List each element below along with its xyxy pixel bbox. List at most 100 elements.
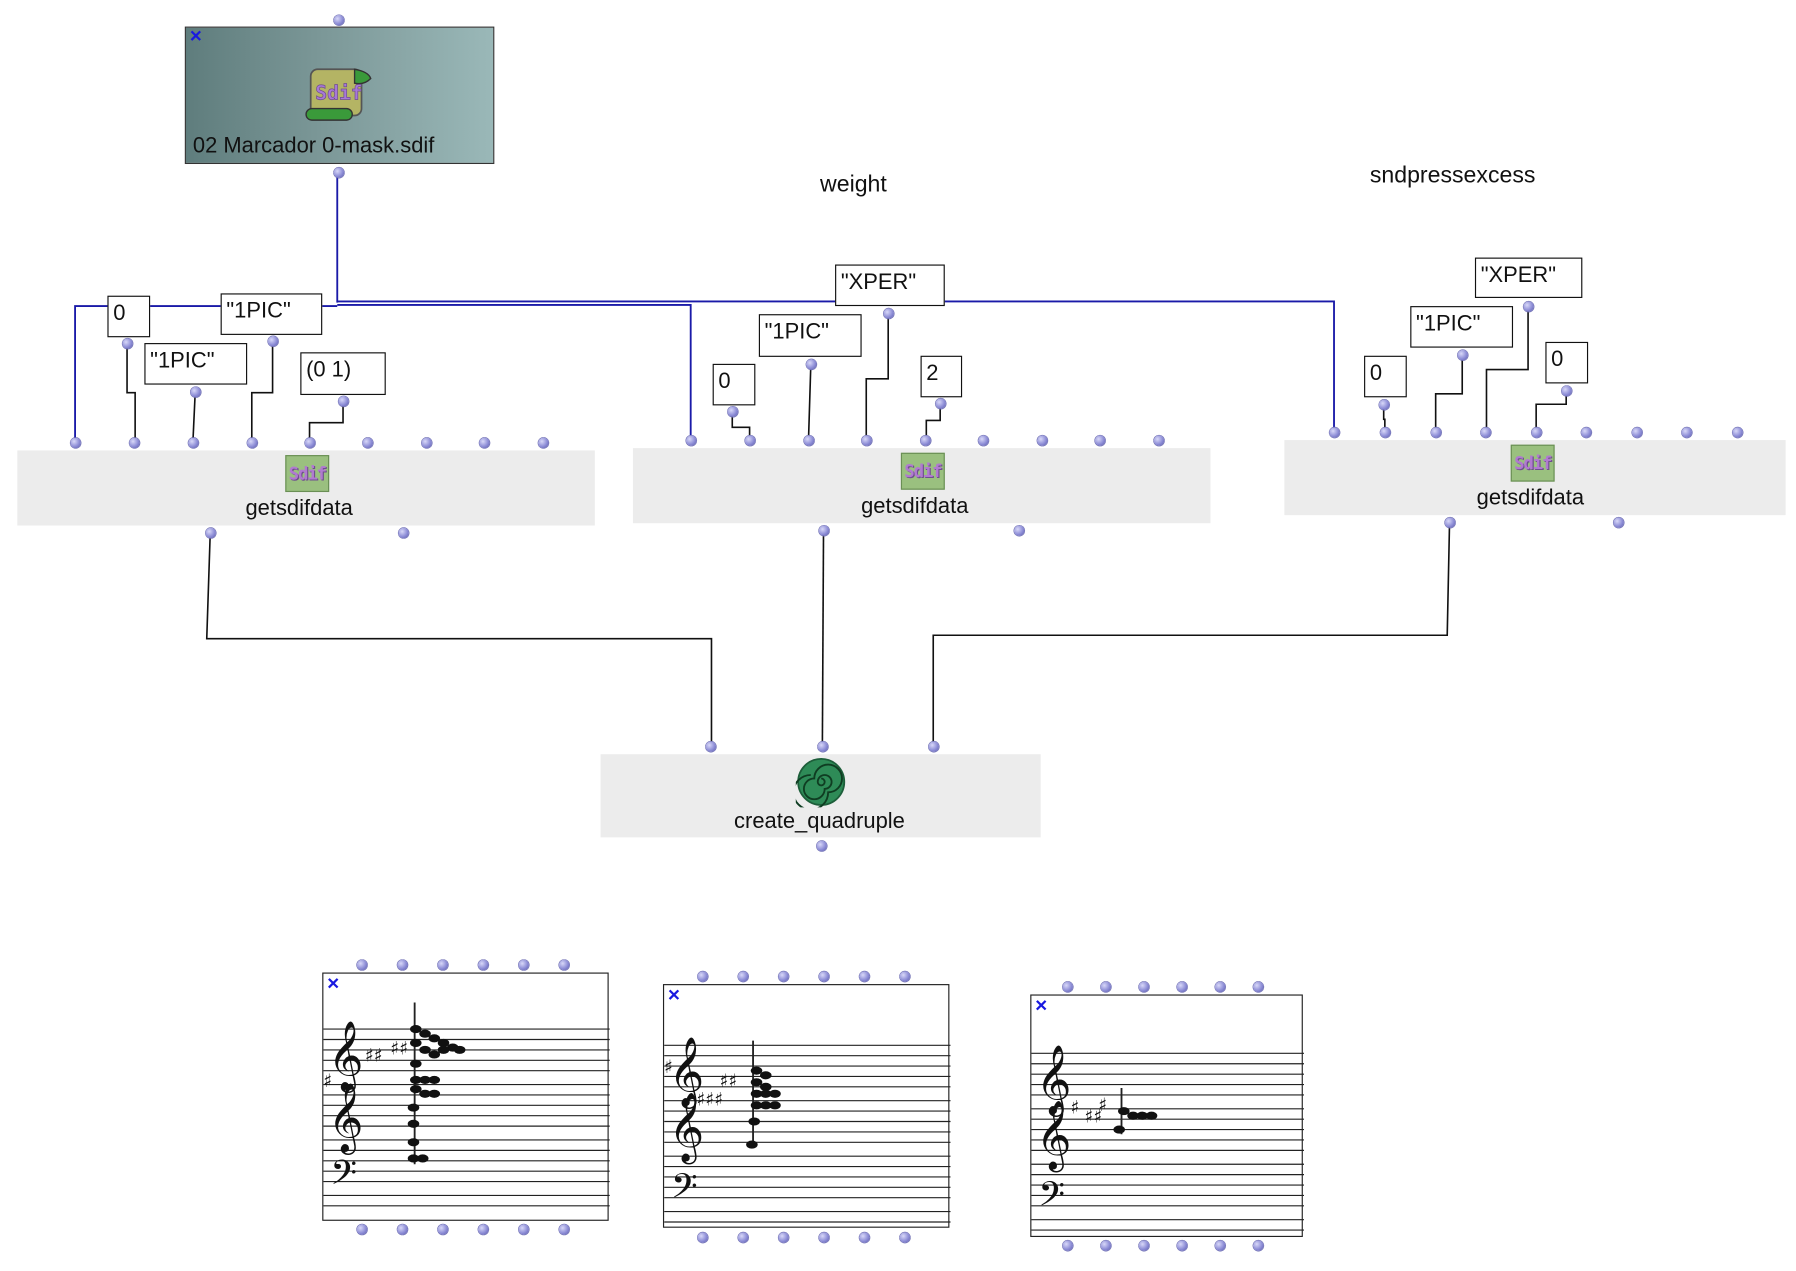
get1-inlet-6[interactable] <box>362 437 374 449</box>
get2-inlet-2[interactable] <box>744 435 756 446</box>
score1-outlet-3[interactable] <box>437 1224 449 1235</box>
score3-outlet-6[interactable] <box>1253 1240 1264 1251</box>
getsdifdata-box-2[interactable]: Sdif getsdifdata <box>632 448 1211 524</box>
close-icon[interactable]: × <box>1035 993 1048 1017</box>
score2-inlet-3[interactable] <box>778 971 789 982</box>
const-g1-zero-outlet[interactable] <box>122 338 133 349</box>
const-g1-1pic-b-outlet[interactable] <box>190 386 201 398</box>
get1-inlet-3[interactable] <box>188 437 199 449</box>
score3-inlet-3[interactable] <box>1138 981 1150 993</box>
close-icon[interactable]: × <box>667 982 681 1007</box>
get3-inlet-6[interactable] <box>1581 427 1592 438</box>
score3-outlet-1[interactable] <box>1062 1240 1073 1251</box>
get1-inlet-9[interactable] <box>538 437 549 449</box>
get1-outlet-1[interactable] <box>205 527 216 539</box>
score2-outlet-5[interactable] <box>859 1232 870 1243</box>
score-editor-1[interactable]: × 𝄞 𝄞 𝄢 ♯♯♯♯♯ <box>322 971 610 1221</box>
score1-inlet-6[interactable] <box>559 959 570 971</box>
sdif-file-outlet[interactable] <box>333 167 345 178</box>
score3-inlet-5[interactable] <box>1215 981 1226 993</box>
get2-outlet-2[interactable] <box>1014 525 1025 536</box>
close-icon[interactable]: × <box>327 971 340 995</box>
get1-inlet-8[interactable] <box>479 437 490 449</box>
close-icon[interactable]: × <box>189 24 202 48</box>
get2-inlet-4[interactable] <box>861 435 873 446</box>
const-g1-zero[interactable]: 0 <box>107 295 151 338</box>
create-quadruple-box[interactable]: create_quadruple <box>600 754 1041 838</box>
get1-inlet-1[interactable] <box>70 437 81 449</box>
quad-inlet-3[interactable] <box>928 741 940 752</box>
score2-inlet-4[interactable] <box>818 971 830 982</box>
get2-inlet-1[interactable] <box>686 435 697 446</box>
const-g3-zero-a[interactable]: 0 <box>1364 355 1407 398</box>
const-g1-list[interactable]: (0 1) <box>300 352 386 396</box>
score3-inlet-1[interactable] <box>1062 981 1073 993</box>
getsdifdata-box-3[interactable]: Sdif getsdifdata <box>1284 440 1786 516</box>
score2-outlet-1[interactable] <box>697 1232 709 1243</box>
quad-inlet-2[interactable] <box>817 741 829 752</box>
score2-outlet-6[interactable] <box>899 1232 911 1243</box>
score1-outlet-5[interactable] <box>518 1224 529 1235</box>
score2-outlet-4[interactable] <box>818 1232 830 1243</box>
const-g3-1pic-outlet[interactable] <box>1457 349 1469 361</box>
score-editor-2[interactable]: × 𝄞 𝄞 𝄢 ♯♯♯♯♯♯ <box>662 982 951 1228</box>
const-g3-zero-b[interactable]: 0 <box>1545 341 1589 384</box>
score1-outlet-6[interactable] <box>559 1224 570 1235</box>
score3-outlet-3[interactable] <box>1138 1240 1150 1251</box>
get2-inlet-8[interactable] <box>1094 435 1106 446</box>
get3-inlet-1[interactable] <box>1329 427 1340 438</box>
const-g3-xper-outlet[interactable] <box>1523 301 1534 312</box>
score-editor-3[interactable]: × 𝄞 𝄞 𝄢 ♯♯♯♯ <box>1030 993 1304 1238</box>
const-g1-1pic-b[interactable]: "1PIC" <box>144 343 248 385</box>
sdif-file-box[interactable]: × Sdif 02 Marcador 0-mask.sdif <box>184 24 495 165</box>
const-g2-two[interactable]: 2 <box>920 355 963 398</box>
get3-inlet-5[interactable] <box>1531 427 1542 438</box>
const-g1-1pic-a[interactable]: "1PIC" <box>220 293 323 335</box>
const-g2-zero[interactable]: 0 <box>712 363 756 406</box>
const-g3-zero-a-outlet[interactable] <box>1379 399 1390 411</box>
score2-outlet-3[interactable] <box>778 1232 789 1243</box>
get1-inlet-2[interactable] <box>129 437 140 449</box>
const-g2-zero-outlet[interactable] <box>727 406 739 417</box>
sdif-file-inlet[interactable] <box>333 15 345 26</box>
score1-outlet-2[interactable] <box>397 1224 408 1235</box>
const-g2-two-outlet[interactable] <box>935 398 946 409</box>
score1-outlet-4[interactable] <box>478 1224 489 1235</box>
const-g1-list-outlet[interactable] <box>338 396 349 407</box>
get3-inlet-7[interactable] <box>1632 427 1643 438</box>
score2-outlet-2[interactable] <box>738 1232 749 1243</box>
score2-inlet-2[interactable] <box>738 971 749 982</box>
const-g3-1pic[interactable]: "1PIC" <box>1410 306 1514 348</box>
score1-inlet-4[interactable] <box>478 959 489 971</box>
const-g1-1pic-a-outlet[interactable] <box>267 336 279 347</box>
get1-inlet-5[interactable] <box>304 437 316 449</box>
score2-inlet-1[interactable] <box>697 971 709 982</box>
get2-inlet-6[interactable] <box>978 435 989 446</box>
score1-outlet-1[interactable] <box>356 1224 368 1235</box>
score1-inlet-2[interactable] <box>397 959 408 971</box>
score3-outlet-4[interactable] <box>1176 1240 1188 1251</box>
score1-inlet-5[interactable] <box>518 959 529 971</box>
get1-inlet-4[interactable] <box>247 437 258 449</box>
get2-outlet-1[interactable] <box>818 525 830 536</box>
const-g2-1pic-outlet[interactable] <box>806 359 817 370</box>
get1-outlet-2[interactable] <box>398 527 409 539</box>
get2-inlet-5[interactable] <box>920 435 931 446</box>
get1-inlet-7[interactable] <box>421 437 432 449</box>
get2-inlet-9[interactable] <box>1153 435 1165 446</box>
score3-inlet-6[interactable] <box>1253 981 1264 993</box>
const-g3-xper[interactable]: "XPER" <box>1474 257 1583 298</box>
quad-outlet[interactable] <box>816 840 827 852</box>
score3-inlet-4[interactable] <box>1176 981 1188 993</box>
score1-inlet-1[interactable] <box>356 959 368 971</box>
get3-outlet-2[interactable] <box>1613 517 1624 528</box>
getsdifdata-box-1[interactable]: Sdif getsdifdata <box>17 450 595 526</box>
get3-inlet-2[interactable] <box>1380 427 1391 438</box>
const-g2-xper[interactable]: "XPER" <box>835 264 945 307</box>
score1-inlet-3[interactable] <box>437 959 449 971</box>
score2-inlet-6[interactable] <box>899 971 911 982</box>
get3-inlet-4[interactable] <box>1480 427 1492 438</box>
quad-inlet-1[interactable] <box>705 741 717 752</box>
get2-inlet-3[interactable] <box>803 435 815 446</box>
